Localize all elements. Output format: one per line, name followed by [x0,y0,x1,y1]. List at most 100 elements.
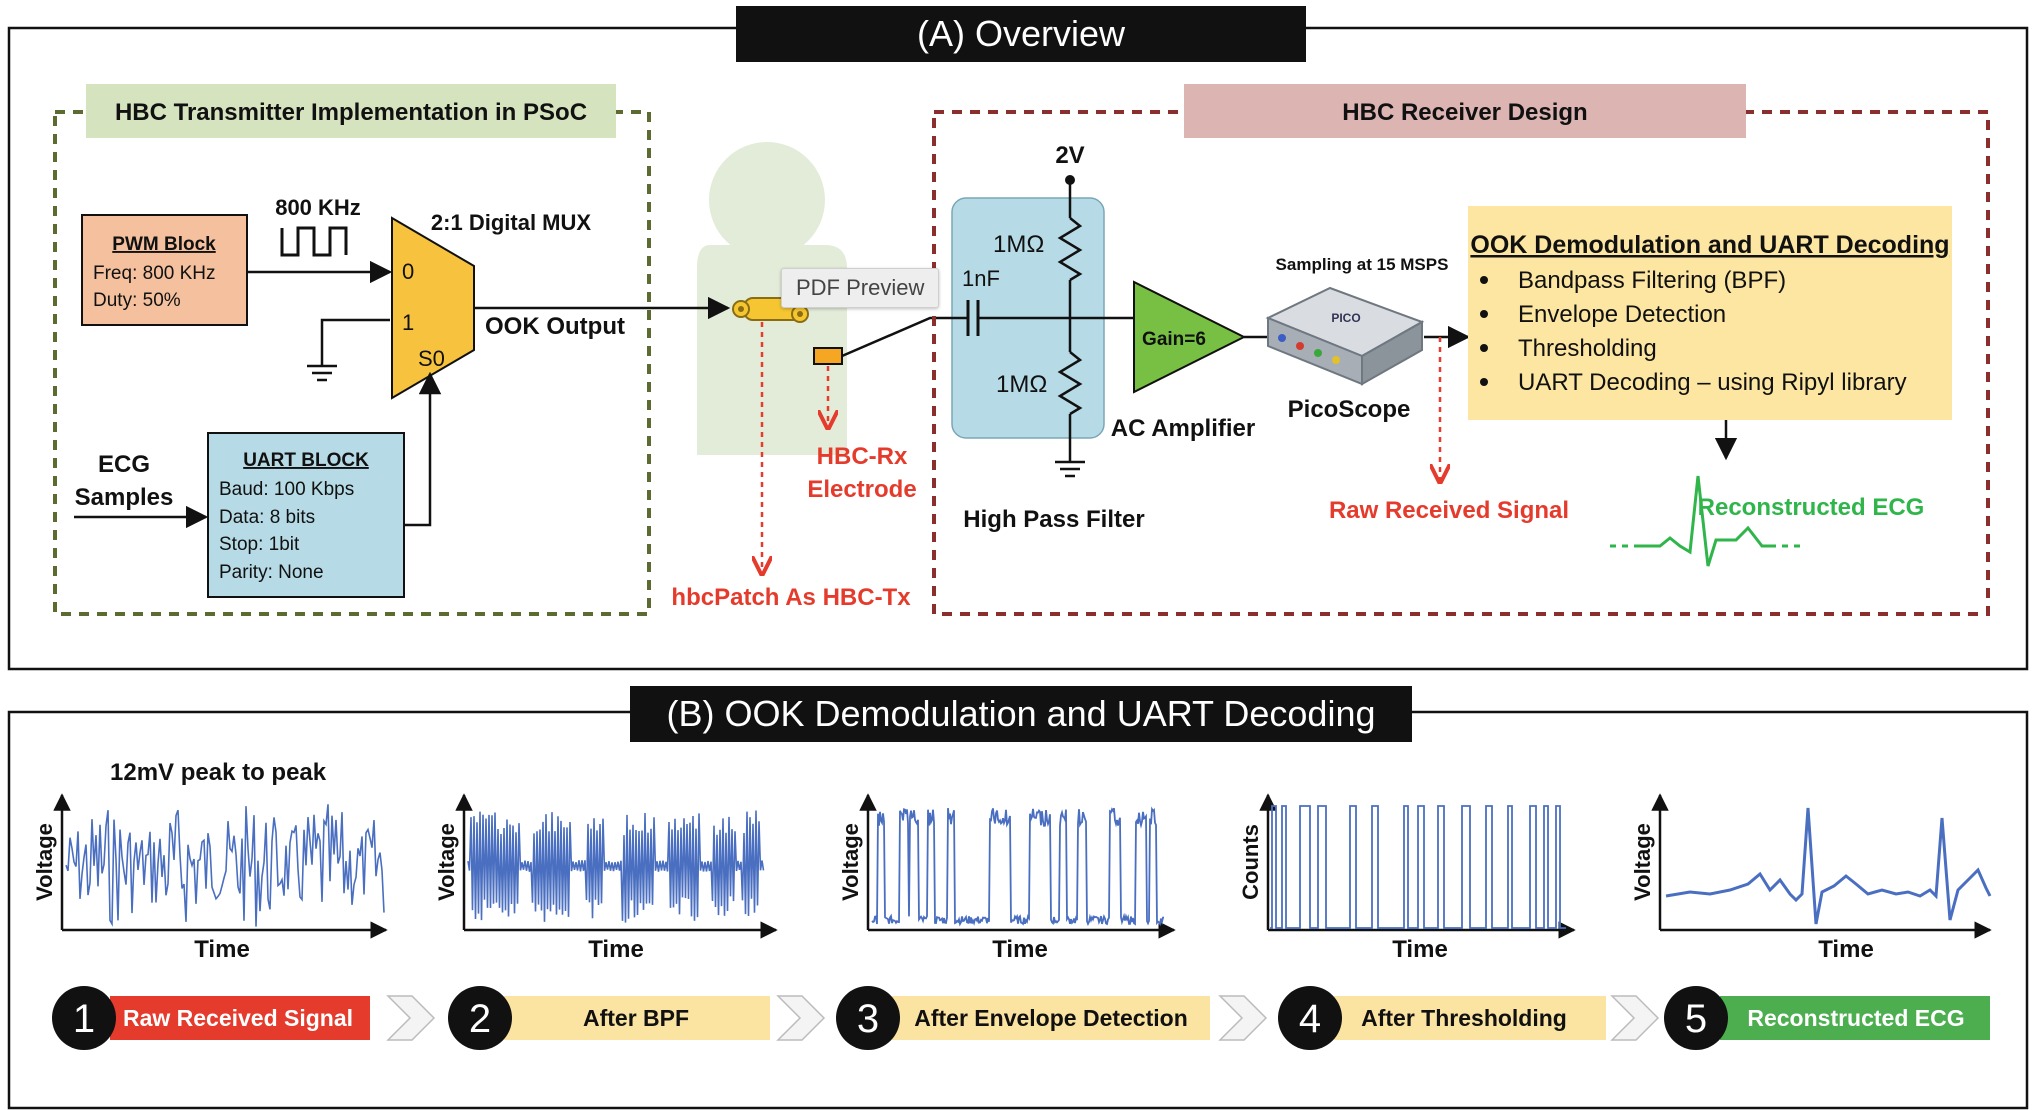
chevron-right-icon [776,995,826,1041]
ground-icon [1055,460,1085,478]
resistor-top-icon [1057,217,1083,282]
chevron-right-icon [386,995,436,1041]
demod-box [1468,206,1952,420]
step-number: 4 [1299,997,1321,1041]
plot-xlabel: Time [588,936,644,963]
picoscope-icon: PICO [1265,286,1425,386]
ecg-samples-label: ECG [98,451,150,478]
step-label: After BPF [583,1005,689,1031]
demod-item: UART Decoding – using Ripyl library [1518,369,1907,396]
electrode-wire [841,316,948,358]
ac-amplifier [1133,280,1247,394]
clock-waveform-icon [280,226,348,257]
uart-line: Data: 8 bits [219,507,315,528]
mux-title: 2:1 Digital MUX [431,210,591,235]
ook-output-label: OOK Output [485,313,625,340]
mux-ground-wire [320,318,390,366]
plot-ylabel: Voltage [32,823,57,901]
plot-ylabel: Voltage [838,823,863,901]
resistor-bottom-label: 1MΩ [996,371,1047,398]
bullet-icon [1480,378,1488,386]
panel-a-title: (A) Overview [917,13,1126,54]
uart-line: Stop: 1bit [219,534,300,555]
ecg-trace-icon [1604,475,1806,567]
panel-b-title-bar [630,686,1412,742]
plot-1: Voltage Time [32,793,388,963]
step-number: 2 [469,997,491,1041]
transmitter-title: HBC Transmitter Implementation in PSoC [115,99,587,126]
sampling-label: Sampling at 15 MSPS [1276,255,1449,274]
amp-label: AC Amplifier [1111,415,1255,442]
uart-line: Baud: 100 Kbps [219,479,354,500]
panel-b-title: (B) OOK Demodulation and UART Decoding [666,693,1375,734]
signal-threshold-trace [1270,805,1566,929]
uart-title: UART BLOCK [243,450,369,471]
pwm-block [81,214,248,326]
ecg-samples-label: Samples [75,484,174,511]
demod-title: OOK Demodulation and UART Decoding [1470,231,1949,259]
panel-a-title-bar [736,6,1306,62]
bullet-icon [1480,276,1488,284]
mux-in1: 1 [402,310,414,335]
picoscope-label: PicoScope [1288,396,1411,423]
pwm-title: PWM Block [112,234,216,255]
step-5: 5 Reconstructed ECG [1664,986,1990,1050]
rx-electrode-icon [813,347,843,365]
resistor-bottom-icon [1057,351,1083,416]
uart-to-mux-arrow [404,371,442,527]
signal-ecg-trace [1665,807,1992,925]
mux-in0: 0 [402,259,414,284]
step-label: Raw Received Signal [123,1005,353,1031]
vdd-label: 2V [1055,142,1084,169]
svg-text:PICO: PICO [1331,311,1360,325]
signal-raw-trace [65,804,385,927]
step-label: Reconstructed ECG [1747,1005,1964,1031]
step-1: 1 Raw Received Signal [52,986,370,1050]
plot-ylabel: Counts [1238,824,1263,900]
pwm-line: Duty: 50% [93,290,181,311]
hbc-tx-label: hbcPatch As HBC-Tx [671,584,911,611]
step-number: 5 [1685,997,1707,1041]
pdf-preview-tooltip: PDF Preview [781,268,940,308]
chevron-right-icon [1218,995,1268,1041]
step-number: 1 [73,997,95,1041]
step-label: After Thresholding [1361,1005,1567,1031]
bullet-icon [1480,310,1488,318]
step-3: 3 After Envelope Detection [836,986,1210,1050]
plot-xlabel: Time [992,936,1048,963]
uart-line: Parity: None [219,562,324,583]
plot-3: Voltage Time [838,793,1176,963]
signal-envelope-trace [871,806,1165,927]
receiver-header [1184,84,1746,138]
peak-note: 12mV peak to peak [110,759,327,786]
step-4: 4 After Thresholding [1278,986,1606,1050]
resistor-top-label: 1MΩ [993,231,1044,258]
hbc-rx-label: HBC-Rx [817,443,908,470]
amp-gain: Gain=6 [1142,329,1206,350]
plot-4: Counts Time [1238,793,1576,963]
hpf-label: High Pass Filter [963,506,1144,533]
plot-ylabel: Voltage [434,823,459,901]
plot-xlabel: Time [194,936,250,963]
transmitter-header [86,84,616,138]
demod-item: Envelope Detection [1518,301,1726,328]
plot-xlabel: Time [1818,936,1874,963]
demod-item: Thresholding [1518,335,1657,362]
hbc-rx-label: Electrode [807,476,916,503]
step-2: 2 After BPF [448,986,770,1050]
ground-icon [307,364,337,382]
step-number: 3 [857,997,879,1041]
demod-item: Bandpass Filtering (BPF) [1518,267,1786,294]
plot-ylabel: Voltage [1630,823,1655,901]
plot-xlabel: Time [1392,936,1448,963]
plot-5: Voltage Time [1630,793,1992,963]
plot-2: Voltage Time [434,793,778,963]
receiver-title: HBC Receiver Design [1342,99,1587,126]
signal-bpf-trace [467,810,765,923]
mux [391,216,475,400]
uart-block [207,432,405,598]
clock-label: 800 KHz [275,195,361,220]
reconstructed-ecg-label: Reconstructed ECG [1698,494,1925,521]
raw-signal-label: Raw Received Signal [1329,497,1569,524]
